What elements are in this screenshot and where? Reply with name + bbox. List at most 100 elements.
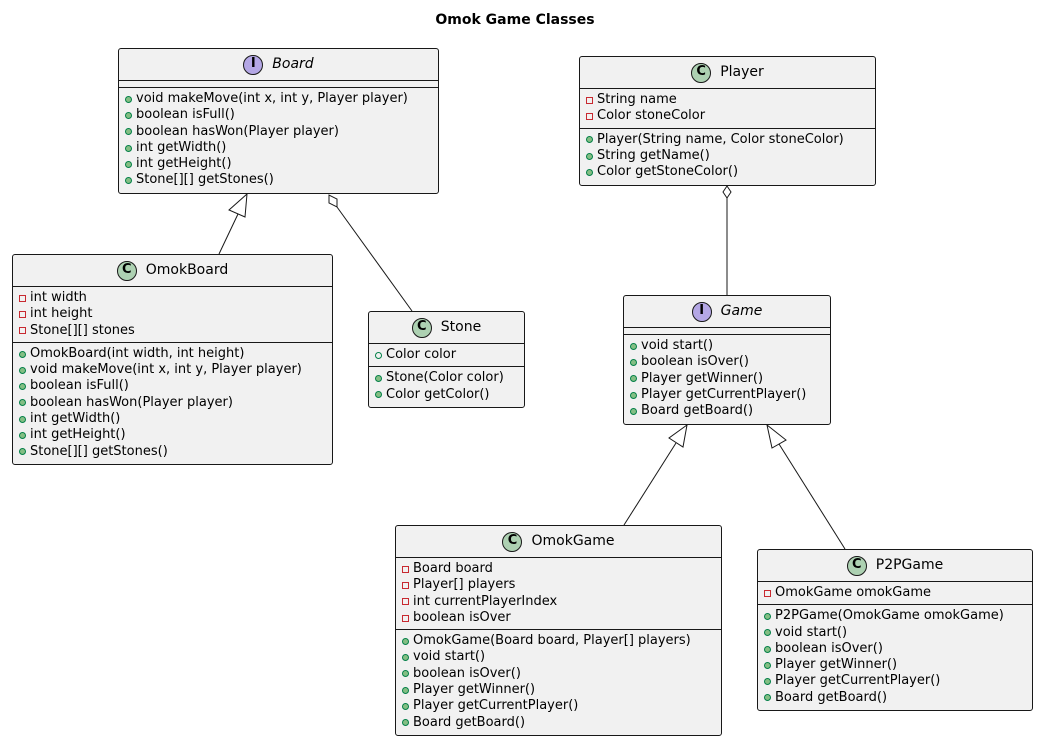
method-text: Player getWinner() xyxy=(413,682,536,698)
private-visibility-icon xyxy=(764,589,771,597)
method-row: Stone[][] getStones() xyxy=(119,172,438,188)
board-aggregation-diamond xyxy=(328,194,338,208)
omokboard-header: C OmokBoard xyxy=(13,255,332,287)
public-visibility-icon xyxy=(402,703,409,711)
public-visibility-icon xyxy=(125,144,132,152)
method-row: Player getWinner() xyxy=(758,657,1032,673)
method-text: Stone[][] getStones() xyxy=(30,443,168,459)
method-row: boolean isOver() xyxy=(396,666,721,682)
method-row: Board getBoard() xyxy=(758,690,1032,706)
public-visibility-icon xyxy=(19,415,26,423)
field-row: Color stoneColor xyxy=(580,108,875,124)
omokgame-methods: OmokGame(Board board, Player[] players)v… xyxy=(396,630,721,734)
stone-methods: Stone(Color color)Color getColor() xyxy=(369,367,524,406)
method-row: int getWidth() xyxy=(119,140,438,156)
method-row: void makeMove(int x, int y, Player playe… xyxy=(119,91,438,107)
p2pgame-name: P2PGame xyxy=(875,557,944,574)
class-badge-icon: C xyxy=(411,317,432,338)
p2pgame-game-line xyxy=(778,443,846,550)
method-row: Color getStoneColor() xyxy=(580,164,875,180)
public-visibility-icon xyxy=(764,661,771,669)
method-text: void start() xyxy=(413,649,486,665)
method-row: boolean isFull() xyxy=(119,107,438,123)
method-row: int getHeight() xyxy=(13,427,332,443)
game-name: Game xyxy=(720,303,763,320)
public-visibility-icon xyxy=(630,358,637,366)
public-visibility-icon xyxy=(125,95,132,103)
board-stone-line xyxy=(336,206,413,312)
field-row: Stone[][] stones xyxy=(13,323,332,339)
method-text: Stone[][] getStones() xyxy=(136,172,274,188)
method-row: Color getColor() xyxy=(369,387,524,403)
omokboard-board-line xyxy=(218,213,239,255)
public-visibility-icon xyxy=(19,448,26,456)
omokboard-name: OmokBoard xyxy=(145,262,229,279)
method-row: int getWidth() xyxy=(13,411,332,427)
field-row: Board board xyxy=(396,561,721,577)
private-visibility-icon xyxy=(586,112,593,120)
method-row: boolean isOver() xyxy=(624,354,830,370)
method-text: Player getCurrentPlayer() xyxy=(775,673,941,689)
field-row: Player[] players xyxy=(396,577,721,593)
method-text: Player getCurrentPlayer() xyxy=(413,698,579,714)
method-row: boolean isOver() xyxy=(758,641,1032,657)
field-text: Color color xyxy=(386,347,457,362)
method-row: Stone[][] getStones() xyxy=(13,444,332,460)
public-visibility-icon xyxy=(125,160,132,168)
omokgame-name: OmokGame xyxy=(531,533,615,550)
public-visibility-icon xyxy=(19,366,26,374)
board-realization-arrow xyxy=(228,192,248,218)
method-row: void makeMove(int x, int y, Player playe… xyxy=(13,362,332,378)
player-methods: Player(String name, Color stoneColor)Str… xyxy=(580,129,875,184)
interface-badge-icon: I xyxy=(243,54,264,75)
private-visibility-icon xyxy=(402,581,409,589)
class-badge-icon: C xyxy=(116,260,137,281)
method-text: Board getBoard() xyxy=(413,714,526,730)
method-row: Board getBoard() xyxy=(624,403,830,419)
field-text: int currentPlayerIndex xyxy=(413,593,558,609)
method-text: Color getStoneColor() xyxy=(597,164,739,180)
method-row: String getName() xyxy=(580,148,875,164)
method-text: int getHeight() xyxy=(30,427,126,443)
method-row: OmokGame(Board board, Player[] players) xyxy=(396,633,721,649)
method-row: OmokBoard(int width, int height) xyxy=(13,346,332,362)
method-text: boolean hasWon(Player player) xyxy=(30,394,233,410)
method-text: String getName() xyxy=(597,147,710,163)
field-text: int height xyxy=(30,306,93,322)
method-row: int getHeight() xyxy=(119,156,438,172)
p2pgame-realization-arrow xyxy=(766,423,787,449)
game-fields xyxy=(624,328,830,335)
public-visibility-icon xyxy=(125,111,132,119)
method-text: boolean isOver() xyxy=(775,640,883,656)
stone-header: C Stone xyxy=(369,312,524,344)
public-visibility-icon xyxy=(586,152,593,160)
field-row: int width xyxy=(13,290,332,306)
private-visibility-icon xyxy=(19,327,26,335)
method-text: int getWidth() xyxy=(136,139,227,155)
method-text: P2PGame(OmokGame omokGame) xyxy=(775,608,1004,624)
method-row: void start() xyxy=(396,649,721,665)
public-visibility-icon xyxy=(764,645,771,653)
field-text: Board board xyxy=(413,561,493,576)
public-visibility-icon xyxy=(764,629,771,637)
method-row: boolean hasWon(Player player) xyxy=(13,395,332,411)
public-visibility-icon xyxy=(586,136,593,144)
method-row: Player getWinner() xyxy=(396,682,721,698)
field-text: boolean isOver xyxy=(413,609,511,625)
method-row: Stone(Color color) xyxy=(369,370,524,386)
public-visibility-icon xyxy=(764,612,771,620)
diagram-title: Omok Game Classes xyxy=(435,12,595,28)
public-visibility-icon xyxy=(630,375,637,383)
stone-name: Stone xyxy=(440,319,482,336)
